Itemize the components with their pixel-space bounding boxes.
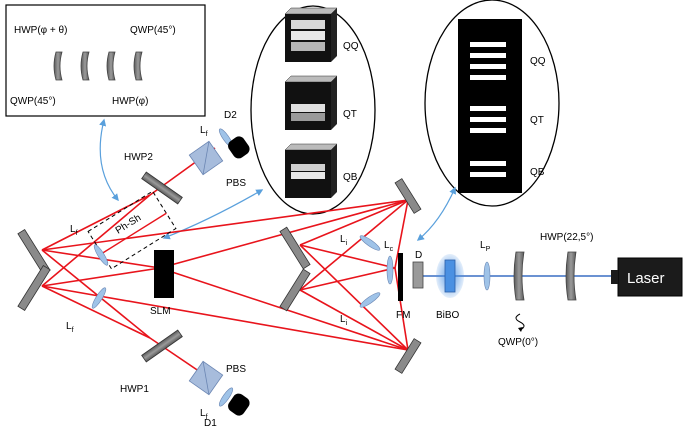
lc-label: Lc: [384, 240, 394, 253]
waveplate-inset: HWP(φ + θ) QWP(45°) QWP(45°) HWP(φ): [5, 4, 206, 117]
lf-lower-label: Lf: [66, 321, 74, 334]
lens-lf-lower: [91, 287, 107, 309]
slm-pattern-qq: [284, 7, 338, 62]
mask-slits-qt: [470, 106, 506, 133]
d-aperture: [412, 261, 424, 289]
bibo-crystal: [436, 254, 464, 298]
laser-source: [611, 257, 683, 297]
lens-li-upper: [359, 235, 381, 251]
inset-plate-1: [53, 51, 63, 81]
slm-pattern-qb-label: QB: [343, 172, 358, 183]
slm-link-arrow: [162, 189, 264, 240]
slm-pattern-qq-label: QQ: [343, 41, 359, 52]
mirror-left-bottom: [17, 264, 51, 312]
lens-lf-d1: [218, 387, 234, 407]
hwp-laser-plate: [565, 251, 577, 301]
inset-qwp45-top-label: QWP(45°): [130, 25, 176, 36]
laser-label: Laser: [627, 270, 665, 287]
slm-pattern-ellipse: QQ QT QB: [250, 5, 376, 215]
li-lower-label: Li: [340, 314, 348, 327]
slm-pattern-qt: [284, 75, 338, 130]
d2-detector: [228, 136, 250, 159]
hwp2-label: HWP2: [124, 152, 153, 163]
inset-plate-4: [133, 51, 143, 81]
bibo-label: BiBO: [436, 310, 460, 321]
mask-slits-qq: [470, 42, 506, 80]
mirror-right-top: [394, 178, 422, 214]
mask-link-arrow: [416, 186, 456, 241]
d2-label: D2: [224, 110, 237, 121]
lens-lc: [386, 255, 394, 285]
inset-plate-3: [106, 51, 116, 81]
slm-device: [154, 250, 174, 298]
lf-d1-label: Lf: [200, 408, 208, 421]
mask-pattern-ellipse: QQ QT QB: [424, 0, 560, 207]
inset-qwp45-bottom-label: QWP(45°): [10, 96, 56, 107]
inset-plate-2: [80, 51, 90, 81]
lens-li-lower: [359, 292, 381, 308]
d1-label: D1: [204, 418, 217, 426]
d-label: D: [415, 250, 422, 261]
qwp0-plate: [513, 251, 525, 301]
pbs-bottom: [188, 360, 224, 396]
mirror-inner-top: [279, 226, 311, 270]
pbs-top-label: PBS: [226, 178, 246, 189]
inset-hwp-phi-label: HWP(φ): [112, 96, 148, 107]
fm-mirror: [398, 253, 403, 301]
inset-hwp-phi-theta-label: HWP(φ + θ): [14, 25, 67, 36]
ph-sh-label: Ph-Sh: [114, 213, 143, 237]
rotate-arrow-icon: [515, 313, 525, 332]
lf-upper-label: Lf: [70, 224, 78, 237]
hwp1-plate: [141, 329, 183, 363]
lens-lf-upper: [93, 244, 109, 266]
d1-detector: [228, 393, 250, 416]
mirror-right-bottom: [394, 338, 422, 374]
mask-pattern-qq-label: QQ: [530, 56, 546, 67]
mask-pattern-qt-label: QT: [530, 115, 544, 126]
fm-label: FM: [396, 310, 410, 321]
hwp2-plate: [141, 171, 183, 205]
lens-lp: [483, 261, 491, 291]
slm-pattern-qt-label: QT: [343, 109, 357, 120]
inset-link-arrow: [99, 118, 119, 202]
lp-label: LP: [480, 240, 491, 253]
hwp1-label: HWP1: [120, 384, 149, 395]
mask-slits-qb: [470, 161, 506, 177]
hwp-laser-label: HWP(22,5°): [540, 232, 593, 243]
pbs-top: [188, 140, 224, 176]
slm-label: SLM: [150, 306, 171, 317]
mask-pattern-qb-label: QB: [530, 167, 545, 178]
qwp0-label: QWP(0°): [498, 337, 538, 348]
slm-pattern-qb: [284, 143, 338, 198]
lf-d2-label: Lf: [200, 125, 208, 138]
pbs-bottom-label: PBS: [226, 364, 246, 375]
li-upper-label: Li: [340, 234, 348, 247]
mirror-inner-bottom: [279, 268, 311, 312]
